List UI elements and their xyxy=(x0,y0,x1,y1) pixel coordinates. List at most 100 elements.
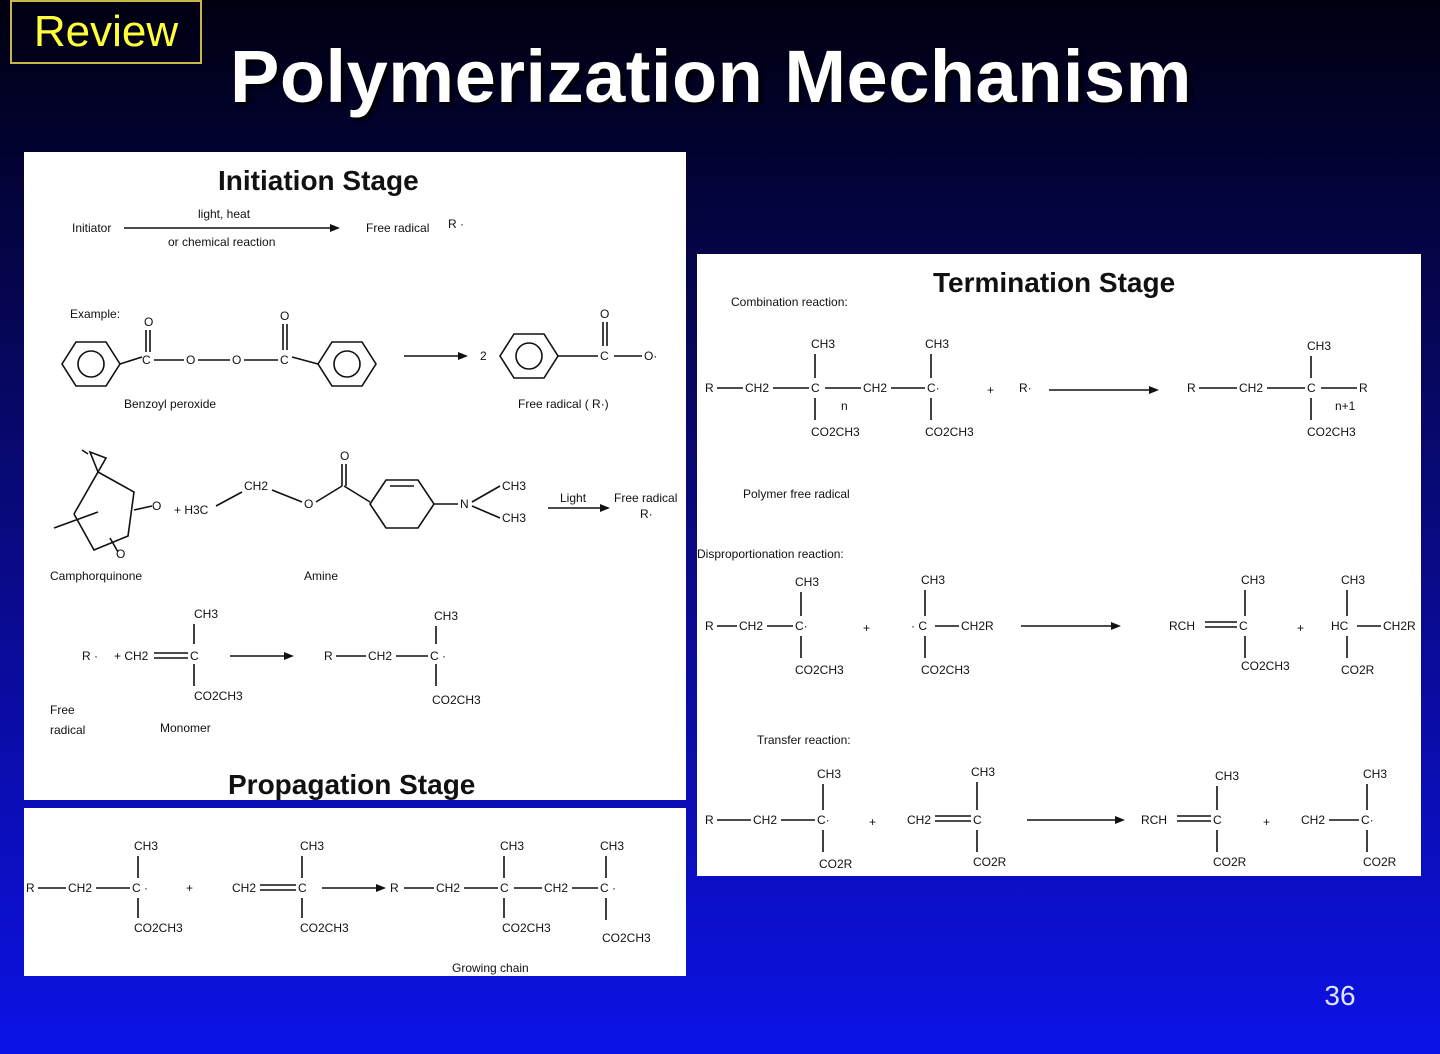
slide-title: Polymerization Mechanism xyxy=(230,35,1192,118)
r-group: R xyxy=(705,813,714,827)
ester-group: CO2CH3 xyxy=(811,425,860,439)
bond xyxy=(215,491,243,507)
bond xyxy=(271,489,303,503)
carbon-atom: C xyxy=(298,881,307,895)
disproportionation-label: Disproportionation reaction: xyxy=(697,547,844,561)
carbon-radical: · C xyxy=(911,619,927,633)
ester-group: CO2CH3 xyxy=(502,921,551,935)
r-group: R xyxy=(26,881,35,895)
initiator-label: Initiator xyxy=(72,221,111,235)
propagation-stage-panel: R CH2 C · CH3 CO2CH3 + CH2 C CH3 CO2CH3 … xyxy=(24,808,686,976)
bond xyxy=(53,511,99,529)
termination-stage-panel: Termination Stage Combination reaction: … xyxy=(697,254,1421,876)
oxygen-atom: O xyxy=(152,499,161,513)
benzoyl-peroxide-label: Benzoyl peroxide xyxy=(124,397,216,411)
plus-ch2: + CH2 xyxy=(114,649,149,663)
methyl-group: CH3 xyxy=(1307,339,1331,353)
repeat-n-plus-1: n+1 xyxy=(1335,399,1356,413)
ester-r-group: CO2R xyxy=(819,857,853,871)
methyl-group: CH3 xyxy=(300,839,324,853)
methyl-group: CH3 xyxy=(811,337,835,351)
propagation-heading-area: Propagation Stage xyxy=(24,762,686,808)
bond xyxy=(471,505,501,519)
camphorquinone-bridge xyxy=(88,450,108,473)
repeat-n: n xyxy=(841,399,848,413)
r-group: R xyxy=(1359,381,1368,395)
ester-group: CO2CH3 xyxy=(432,693,481,707)
oxygen-atom: O xyxy=(304,497,313,511)
ch2-group: CH2 xyxy=(544,881,568,895)
carbon-radical: C · xyxy=(600,881,616,895)
ch2-group: CH2 xyxy=(745,381,769,395)
benzene-ring-2-inner xyxy=(333,350,361,378)
ester-group: CO2CH3 xyxy=(194,689,243,703)
growing-chain-label: Growing chain xyxy=(452,961,529,975)
r-group: R xyxy=(705,619,714,633)
carbon-atom: C xyxy=(1213,813,1222,827)
propagation-heading-svg: Propagation Stage xyxy=(228,769,475,800)
plus-sign: + xyxy=(1263,815,1270,829)
ester-r-group: CO2R xyxy=(1341,663,1375,677)
camphorquinone-ring xyxy=(73,470,135,552)
methyl-groups xyxy=(81,449,89,455)
combination-label: Combination reaction: xyxy=(731,295,848,309)
propagation-diagram: R CH2 C · CH3 CO2CH3 + CH2 C CH3 CO2CH3 … xyxy=(26,839,651,975)
methyl-group: CH3 xyxy=(600,839,624,853)
benzene-ring-2 xyxy=(317,341,377,387)
bond xyxy=(119,356,143,365)
methyl-group: CH3 xyxy=(925,337,949,351)
oxygen-atom: O xyxy=(186,353,195,367)
free-label: Free xyxy=(50,703,75,717)
ester-group: CO2CH3 xyxy=(134,921,183,935)
r-radical-symbol: R · xyxy=(448,217,464,231)
methyl-group: CH3 xyxy=(502,511,526,525)
ester-r-group: CO2R xyxy=(1363,855,1397,869)
amine-label: Amine xyxy=(304,569,338,583)
carbon-atom: C xyxy=(280,353,289,367)
initiation-diagram: Initiation Stage Initiator light, heat o… xyxy=(50,165,677,737)
methyl-group: CH3 xyxy=(1241,573,1265,587)
propagation-arrowhead xyxy=(376,884,386,892)
carbon-radical: C · xyxy=(132,881,148,895)
monomer-label: Monomer xyxy=(160,721,211,735)
ester-group: CO2CH3 xyxy=(300,921,349,935)
benzene-ring-3-inner xyxy=(515,342,543,370)
carbon-radical: C · xyxy=(430,649,446,663)
monomer-arrowhead xyxy=(284,652,294,660)
hc-group: HC xyxy=(1331,619,1349,633)
initiation-arrowhead xyxy=(330,224,340,232)
propagation-heading: Propagation Stage xyxy=(228,769,475,800)
benzene-ring-4 xyxy=(369,479,435,529)
ch2-group: CH2 xyxy=(863,381,887,395)
ester-group: CO2CH3 xyxy=(1307,425,1356,439)
rch-group: RCH xyxy=(1169,619,1195,633)
chemical-reaction-label: or chemical reaction xyxy=(168,235,275,249)
ch2-group: CH2 xyxy=(1301,813,1325,827)
bond xyxy=(343,485,371,503)
carbon-atom: C xyxy=(142,353,151,367)
radical-label: radical xyxy=(50,723,85,737)
benzene-ring-1 xyxy=(61,341,121,387)
methyl-group: CH3 xyxy=(194,607,218,621)
r-group: R xyxy=(390,881,399,895)
light-arrowhead xyxy=(600,504,610,512)
ch2-group: CH2 xyxy=(68,881,92,895)
ester-r-group: CO2R xyxy=(1213,855,1247,869)
carbon-atom: C xyxy=(811,381,820,395)
example-label: Example: xyxy=(70,307,120,321)
oxygen-atom: O xyxy=(600,307,609,321)
oxygen-atom: O xyxy=(280,309,289,323)
oxygen-atom: O xyxy=(144,315,153,329)
methyl-group: CH3 xyxy=(500,839,524,853)
ketone-bond xyxy=(109,537,119,553)
initiation-stage-panel: Initiation Stage Initiator light, heat o… xyxy=(24,152,686,800)
carbon-radical: C· xyxy=(927,381,940,395)
ch2-group: CH2 xyxy=(368,649,392,663)
free-radical-short-label: Free radical xyxy=(614,491,677,505)
free-radical-r-label: Free radical ( R·) xyxy=(518,397,609,411)
camphorquinone-label: Camphorquinone xyxy=(50,569,142,583)
methyl-group: CH3 xyxy=(1341,573,1365,587)
nitrogen-atom: N xyxy=(460,497,469,511)
carbon-radical: C· xyxy=(1361,813,1374,827)
benzene-ring-1-inner xyxy=(77,350,105,378)
